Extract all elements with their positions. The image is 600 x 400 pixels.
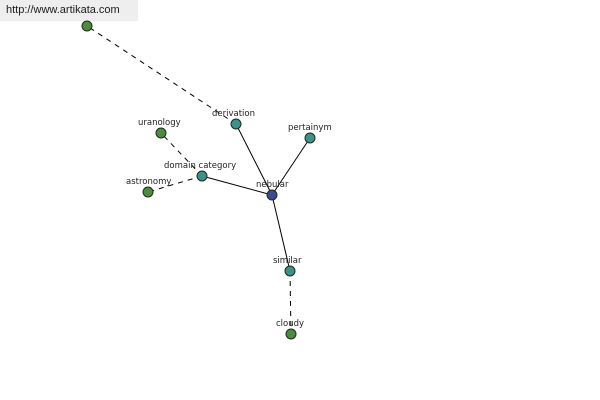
graph-labels: nebular derivation pertainym domain categor…	[126, 109, 332, 329]
node-similar[interactable]	[284, 265, 296, 277]
edge-similar-to-cloudy	[289, 270, 292, 335]
label-astronomy: astronomy	[126, 177, 171, 187]
label-cloudy: cloudy	[276, 319, 304, 329]
label-pertainym: pertainym	[288, 123, 332, 133]
edge-nebular-to-derivation	[235, 123, 273, 196]
node-astronomy[interactable]	[142, 186, 154, 198]
label-derivation: derivation	[212, 109, 255, 119]
label-similar: similar	[273, 256, 302, 266]
edge-nebular-to-domain-category	[201, 175, 273, 196]
label-uranology: uranology	[138, 118, 181, 128]
node-pertainym[interactable]	[304, 132, 316, 144]
label-nebular: nebular	[256, 180, 289, 190]
node-uranology[interactable]	[155, 127, 167, 139]
node-derivation[interactable]	[230, 118, 242, 130]
edge-nebular-to-pertainym	[271, 137, 311, 196]
label-domain-category: domain category	[164, 161, 236, 171]
watermark-url: http://www.artikata.com	[0, 0, 138, 21]
edge-nebular-to-similar	[271, 194, 291, 272]
graph-edges	[86, 25, 311, 335]
node-cloudy[interactable]	[285, 328, 297, 340]
graph-nodes	[81, 20, 316, 340]
node-domain-category[interactable]	[196, 170, 208, 182]
node-url-leaf[interactable]	[81, 20, 93, 32]
node-nebular[interactable]	[266, 189, 278, 201]
